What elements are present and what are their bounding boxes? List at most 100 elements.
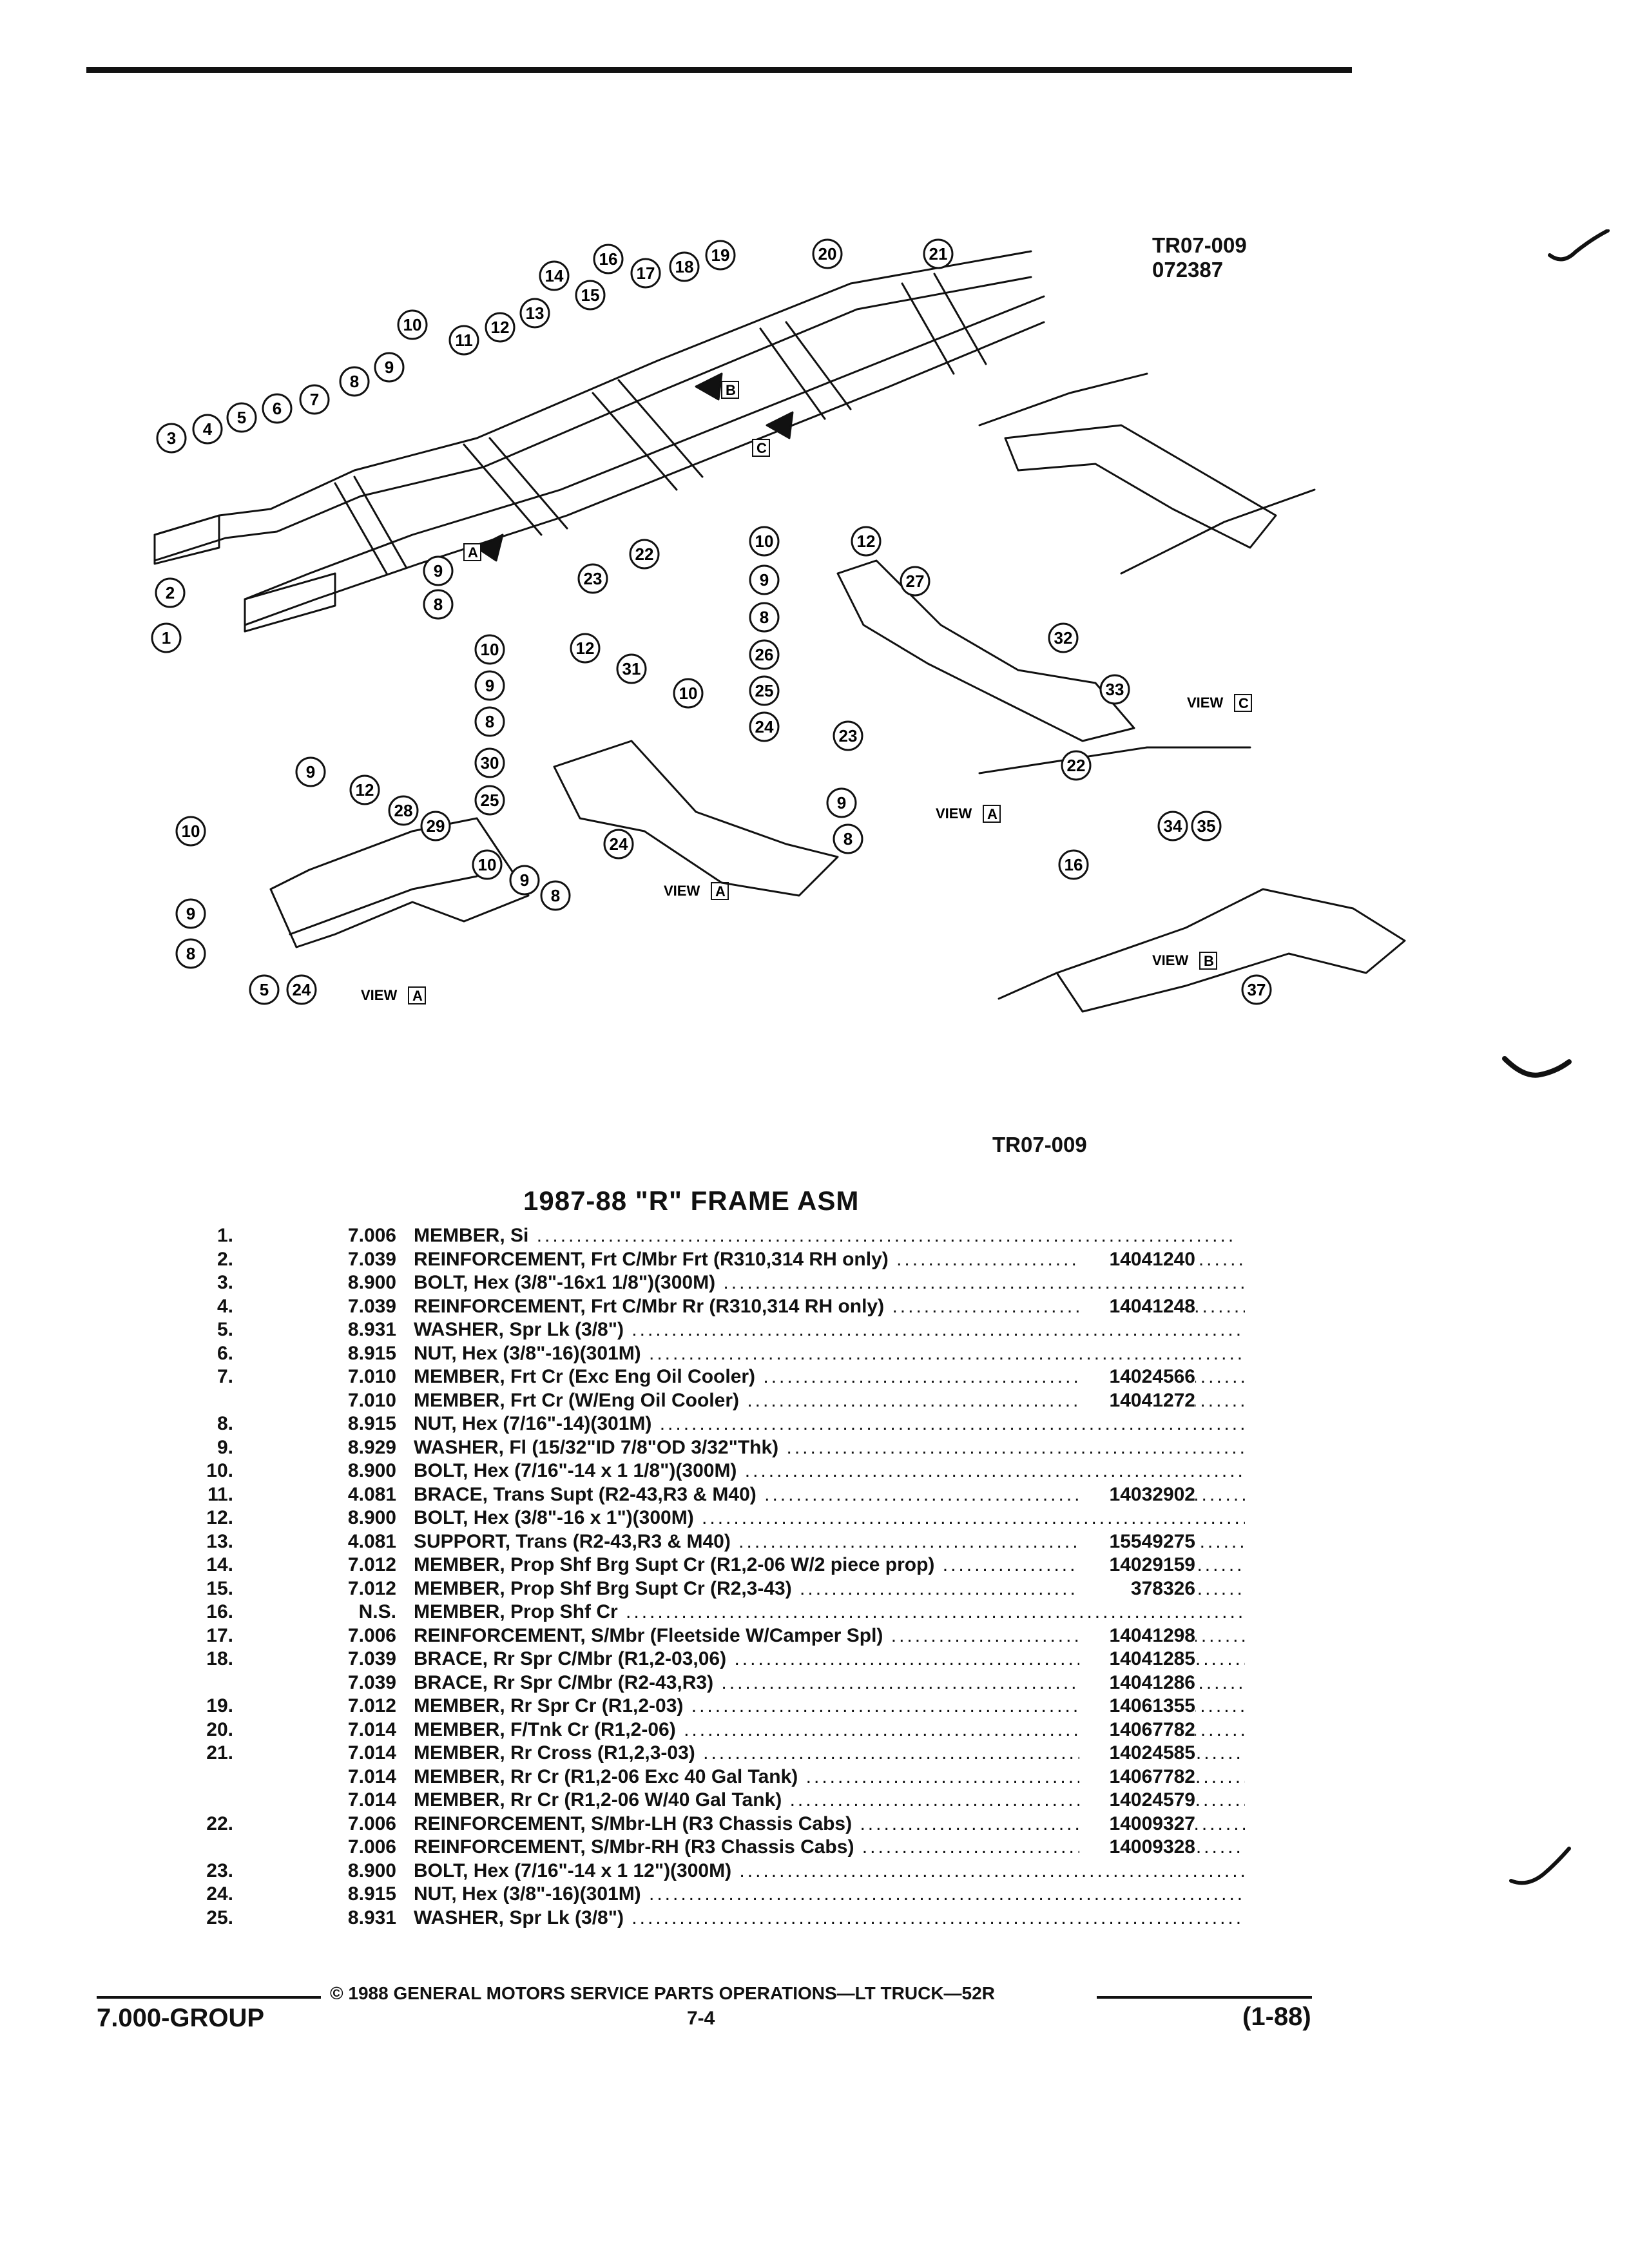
group-number: 7.012 (347, 1695, 396, 1716)
svg-text:24: 24 (293, 980, 311, 999)
part-detail: Hex (7/16"-14 x 1 12")(300M) (468, 1860, 732, 1881)
margin-check-mark (1502, 1056, 1572, 1078)
group-number: 7.014 (347, 1742, 396, 1763)
part-name: MEMBER, (414, 1225, 505, 1246)
part-description: NUT, Hex (7/16"-14)(301M) ..............… (414, 1413, 1245, 1434)
svg-text:4: 4 (203, 419, 213, 439)
svg-text:10: 10 (403, 315, 422, 334)
part-number-index: 13. (206, 1530, 233, 1552)
part-name: REINFORCEMENT, (414, 1295, 586, 1317)
svg-text:23: 23 (839, 726, 858, 745)
part-name: NUT, (414, 1883, 457, 1905)
gm-part-number: 14009328 (1079, 1836, 1195, 1860)
part-detail: Si (505, 1225, 529, 1246)
part-detail: S/Mbr-RH (R3 Chassis Cabs) (585, 1836, 854, 1858)
svg-text:3: 3 (167, 428, 176, 448)
group-number: 7.006 (347, 1624, 396, 1646)
view-a-right-member (836, 559, 1135, 742)
part-description: WASHER, Spr Lk (3/8") ..................… (414, 1907, 1245, 1928)
svg-text:25: 25 (481, 791, 499, 810)
svg-text:C: C (757, 440, 767, 456)
callout-circle: 11 (448, 325, 479, 356)
part-number-index: 15. (206, 1577, 233, 1599)
svg-text:8: 8 (760, 608, 769, 627)
part-detail: Hex (3/8"-16)(301M) (456, 1883, 641, 1905)
svg-text:22: 22 (1067, 756, 1086, 775)
callout-circle: 22 (629, 539, 660, 570)
part-detail: Hex (7/16"-14 x 1 1/8")(300M) (468, 1460, 737, 1481)
caption-code: TR07-009 (992, 1133, 1087, 1157)
frame-exploded-diagram: 1 2 3 4 5 6 7 8 9 10 11 12 13 14 15 16 1… (151, 238, 1406, 1013)
callout-circle: 19 (705, 240, 736, 271)
part-description: MEMBER, Si .............................… (414, 1225, 1237, 1246)
group-number: 7.006 (347, 1836, 396, 1858)
part-number-index: 7. (217, 1366, 233, 1387)
part-description: BOLT, Hex (7/16"-14 x 1 1/8")(300M) ....… (414, 1460, 1245, 1481)
callout-circle: 17 (630, 258, 661, 289)
part-description: BOLT, Hex (7/16"-14 x 1 12")(300M) .....… (414, 1860, 1245, 1881)
gm-part-number: 14024579 (1079, 1789, 1195, 1812)
callout-circle: 16 (593, 244, 624, 274)
svg-text:9: 9 (520, 870, 529, 890)
part-number-index: 25. (206, 1907, 233, 1928)
part-name: REINFORCEMENT, (414, 1836, 586, 1858)
margin-check-mark (1509, 1847, 1571, 1885)
part-description: WASHER, Fl (15/32"ID 7/8"OD 3/32"Thk) ..… (414, 1436, 1245, 1458)
group-number: 7.012 (347, 1554, 396, 1575)
part-name: MEMBER, (414, 1765, 505, 1787)
part-description: BOLT, Hex (3/8"-16x1 1/8")(300M) .......… (414, 1272, 1245, 1293)
part-number-index: 20. (206, 1718, 233, 1740)
part-detail: Rr Cr (R1,2-06 W/40 Gal Tank) (505, 1789, 782, 1811)
svg-text:9: 9 (485, 676, 494, 695)
part-name: WASHER, (414, 1907, 505, 1928)
svg-text:5: 5 (260, 980, 269, 999)
part-number-index: 24. (206, 1883, 233, 1905)
callout-circle: 7 (299, 384, 330, 415)
part-number-index: 9. (217, 1436, 233, 1458)
gm-part-number: 14061355 (1079, 1695, 1195, 1718)
frame-rail-right-inner (244, 321, 1045, 626)
parts-row: 16.N.S.MEMBER, Prop Shf Cr .............… (180, 1600, 1245, 1624)
callout-circle: 1 (151, 622, 182, 653)
frame-rail-right (244, 295, 1045, 601)
part-name: MEMBER, (414, 1389, 505, 1411)
gm-part-number: 14041285 (1079, 1648, 1195, 1671)
part-detail: Trans (R2-43,R3 & M40) (510, 1530, 731, 1552)
view-b-label: VIEW (1152, 952, 1188, 968)
part-number-index: 18. (206, 1648, 233, 1669)
svg-text:9: 9 (306, 762, 315, 782)
part-detail: Hex (3/8"-16)(301M) (456, 1342, 641, 1364)
part-name: MEMBER, (414, 1366, 505, 1387)
part-number-index: 8. (217, 1413, 233, 1434)
part-name: BRACE, (414, 1483, 488, 1505)
gm-part-number: 378326 (1079, 1577, 1195, 1600)
part-detail: Trans Supt (R2-43,R3 & M40) (488, 1483, 757, 1505)
svg-text:37: 37 (1248, 980, 1266, 999)
part-detail: Prop Shf Cr (505, 1601, 618, 1622)
svg-text:26: 26 (755, 645, 774, 664)
svg-text:2: 2 (166, 583, 175, 602)
gm-part-number: 14009327 (1079, 1812, 1195, 1836)
part-detail: Fl (15/32"ID 7/8"OD 3/32"Thk) (504, 1436, 779, 1458)
svg-text:B: B (726, 382, 736, 398)
group-number: 8.900 (347, 1460, 396, 1481)
part-number-index: 23. (206, 1860, 233, 1881)
part-name: SUPPORT, (414, 1530, 511, 1552)
svg-text:21: 21 (929, 244, 948, 264)
part-name: MEMBER, (414, 1695, 505, 1716)
callout-circle: 18 (669, 251, 700, 282)
svg-text:8: 8 (350, 372, 359, 391)
callout-circle: 15 (575, 280, 606, 311)
group-number: 7.039 (347, 1295, 396, 1317)
part-detail: S/Mbr-LH (R3 Chassis Cabs) (585, 1812, 853, 1834)
part-description: NUT, Hex (3/8"-16)(301M) ...............… (414, 1883, 1245, 1905)
part-name: BOLT, (414, 1460, 468, 1481)
page-title: 1987-88 "R" FRAME ASM (523, 1186, 860, 1216)
svg-text:12: 12 (857, 532, 876, 551)
